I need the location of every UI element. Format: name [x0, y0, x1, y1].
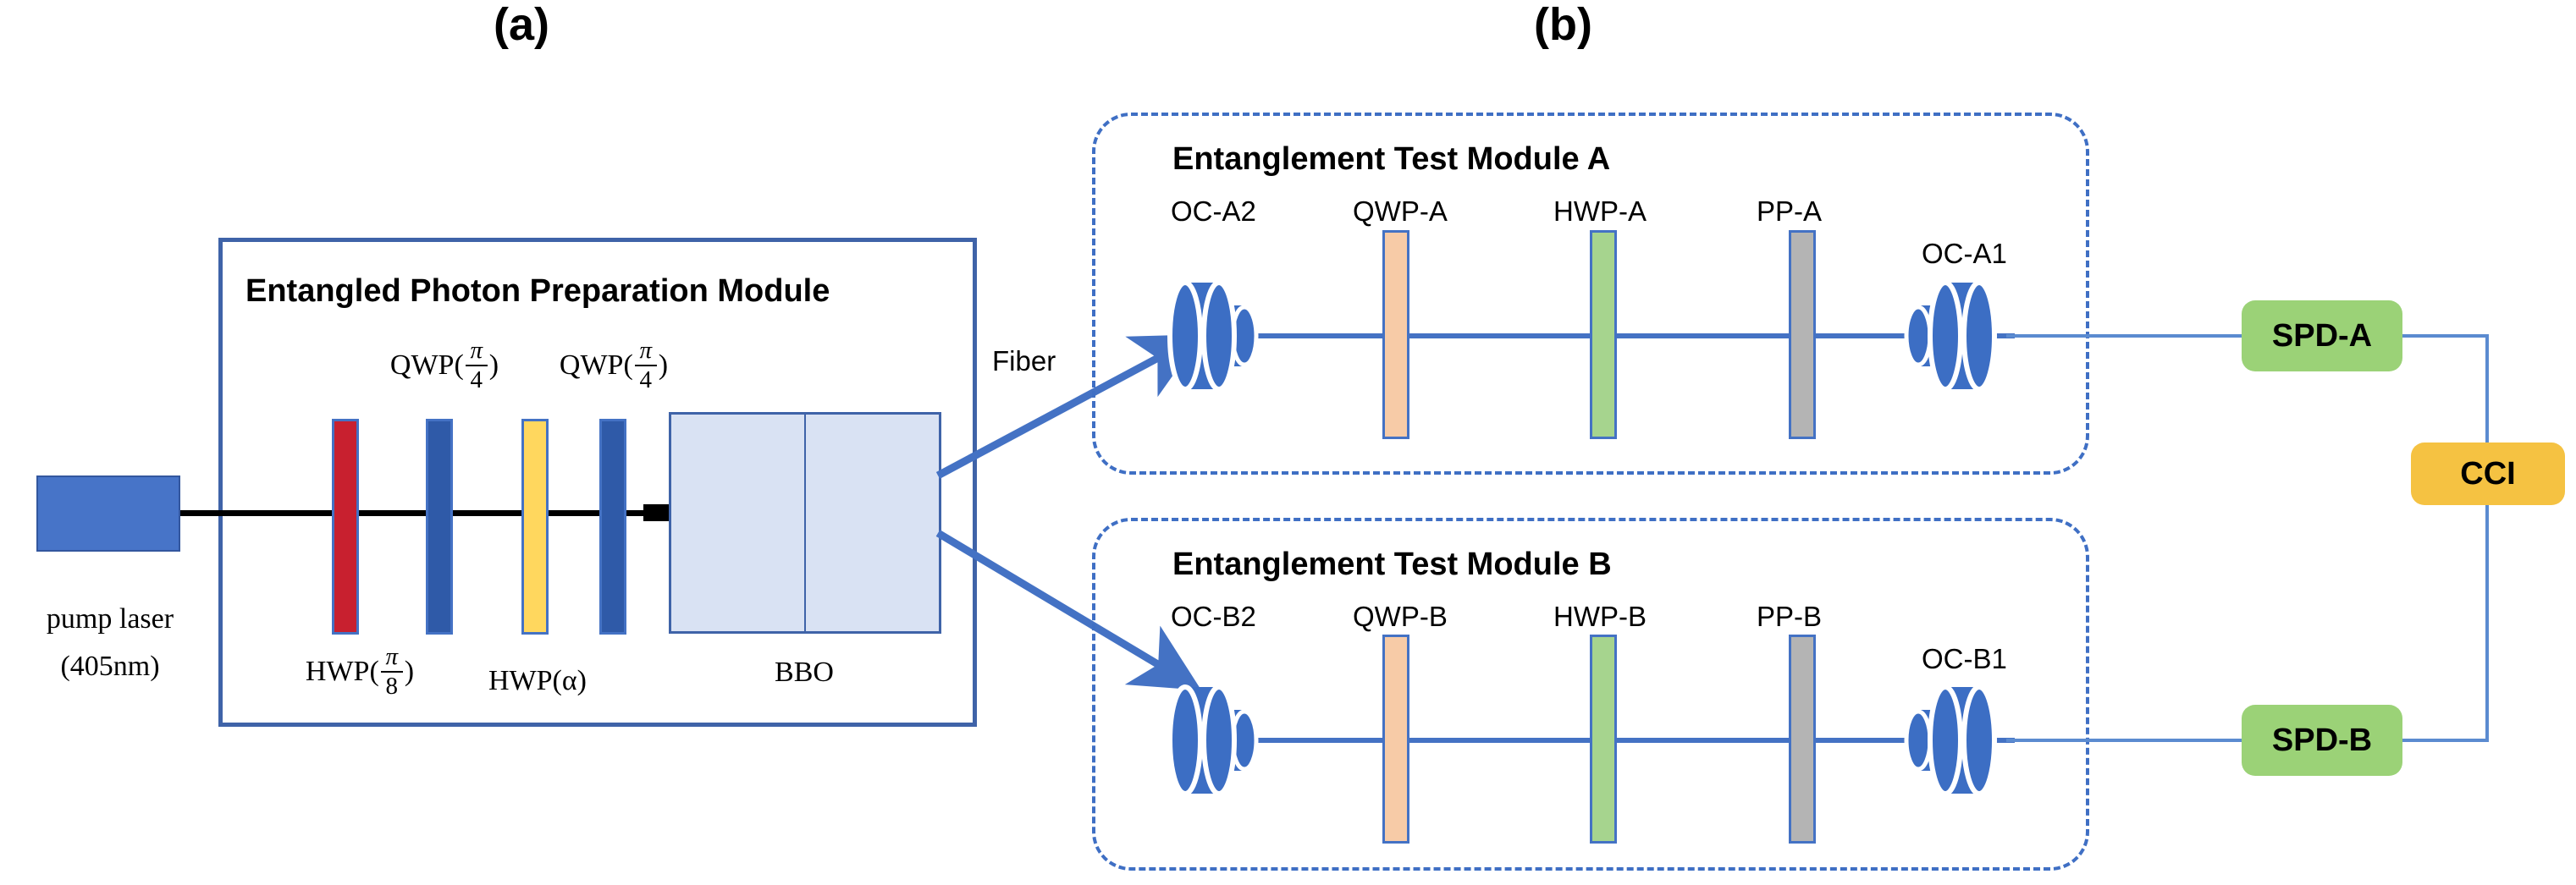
bbo-crystal[interactable]	[669, 412, 941, 634]
label-hwp-pi-8-den: 8	[385, 673, 399, 700]
fiber-arrow-to-module-a	[935, 334, 1202, 479]
oc-a1-collimator-icon[interactable]	[1896, 272, 2020, 399]
panel-b-letter: (b)	[1534, 0, 1592, 50]
plate-qwp-a[interactable]	[1382, 230, 1409, 439]
fiber-arrow-to-module-b	[935, 530, 1202, 690]
cci-label: CCI	[2460, 455, 2516, 492]
plate-pp-b[interactable]	[1789, 635, 1816, 844]
fraction-bar	[634, 365, 657, 366]
bbo-half-right	[806, 415, 939, 631]
label-oc-a1: OC-A1	[1922, 238, 2007, 269]
pump-laser-label-line1: pump laser	[46, 603, 174, 635]
label-qwp-pi-4-first-text: QWP(	[389, 349, 464, 382]
label-hwp-pi-8: HWP( π 8 )	[279, 645, 440, 699]
plate-hwp-b[interactable]	[1590, 635, 1617, 844]
entanglement-test-module-b-frame	[1092, 518, 2089, 871]
label-hwp-pi-8-text: HWP(	[305, 656, 379, 688]
label-qwp-b: QWP-B	[1353, 601, 1448, 632]
oc-a2-collimator-icon[interactable]	[1167, 272, 1290, 399]
label-hwp-b: HWP-B	[1553, 601, 1647, 632]
label-qwp-a: QWP-A	[1353, 195, 1448, 227]
label-qwp-pi-4-second-paren: )	[658, 349, 669, 382]
label-hwp-pi-8-num: π	[385, 643, 399, 670]
spd-b-label: SPD-B	[2271, 722, 2373, 758]
plate-hwp-pi-8[interactable]	[332, 419, 359, 635]
cci-to-spd-b-wire-vertical	[2485, 503, 2489, 742]
module-a-title: Entangled Photon Preparation Module	[245, 273, 830, 309]
label-qwp-pi-4-first-paren: )	[488, 349, 499, 382]
label-hwp-a: HWP-A	[1553, 195, 1647, 227]
spd-a-box[interactable]: SPD-A	[2242, 300, 2402, 371]
cci-to-spd-b-wire-horizontal	[2402, 739, 2489, 742]
fiber-label: Fiber	[992, 345, 1056, 377]
label-pp-a: PP-A	[1757, 195, 1823, 227]
module-b-title: Entanglement Test Module B	[1172, 547, 1612, 582]
plate-qwp-b[interactable]	[1382, 635, 1409, 844]
oc-b2-collimator-icon[interactable]	[1167, 677, 1290, 804]
bbo-divider	[803, 415, 807, 631]
plate-qwp-pi-4-first[interactable]	[426, 419, 453, 635]
module-a-b-title: Entanglement Test Module A	[1172, 141, 1611, 177]
panel-a-letter: (a)	[494, 0, 549, 50]
pump-laser-label-line2: (405nm)	[60, 651, 160, 682]
label-qwp-pi-4-first-den: 4	[470, 366, 483, 393]
fraction-bar	[380, 671, 403, 673]
label-oc-a2: OC-A2	[1171, 195, 1256, 227]
label-qwp-pi-4-second: QWP( π 4 )	[542, 338, 686, 393]
oc-b1-collimator-icon[interactable]	[1896, 677, 2020, 804]
spd-a-to-cci-wire-vertical	[2485, 334, 2489, 442]
spd-a-label: SPD-A	[2271, 317, 2373, 354]
label-qwp-pi-4-first-num: π	[470, 337, 483, 364]
fraction-bar	[465, 365, 488, 366]
entanglement-test-module-a-frame	[1092, 113, 2089, 475]
cci-box[interactable]: CCI	[2411, 442, 2565, 505]
plate-qwp-pi-4-second[interactable]	[599, 419, 626, 635]
label-pp-b: PP-B	[1757, 601, 1823, 632]
module-a-beam-line	[1219, 333, 2015, 338]
fiber-arrows	[935, 334, 1202, 690]
spd-b-box[interactable]: SPD-B	[2242, 705, 2402, 776]
plate-hwp-alpha[interactable]	[521, 419, 549, 635]
label-qwp-pi-4-first: QWP( π 4 )	[372, 338, 516, 393]
label-qwp-pi-4-second-text: QWP(	[559, 349, 633, 382]
module-b-beam-line	[1219, 738, 2015, 743]
label-qwp-pi-4-second-den: 4	[639, 366, 653, 393]
label-oc-b1: OC-B1	[1922, 643, 2007, 674]
module-b-to-spd-wire	[2006, 739, 2243, 742]
pump-laser-box	[36, 475, 180, 552]
label-oc-b2: OC-B2	[1171, 601, 1256, 632]
bbo-half-left	[671, 415, 804, 631]
label-qwp-pi-4-second-num: π	[639, 337, 653, 364]
label-hwp-pi-8-paren: )	[404, 656, 415, 688]
spd-a-to-cci-wire-horizontal	[2402, 334, 2489, 338]
plate-hwp-a[interactable]	[1590, 230, 1617, 439]
plate-pp-a[interactable]	[1789, 230, 1816, 439]
label-hwp-alpha: HWP(α)	[488, 665, 587, 696]
pump-beam-line	[180, 510, 663, 516]
bbo-label: BBO	[775, 657, 834, 688]
module-a-to-spd-wire	[2006, 334, 2243, 338]
